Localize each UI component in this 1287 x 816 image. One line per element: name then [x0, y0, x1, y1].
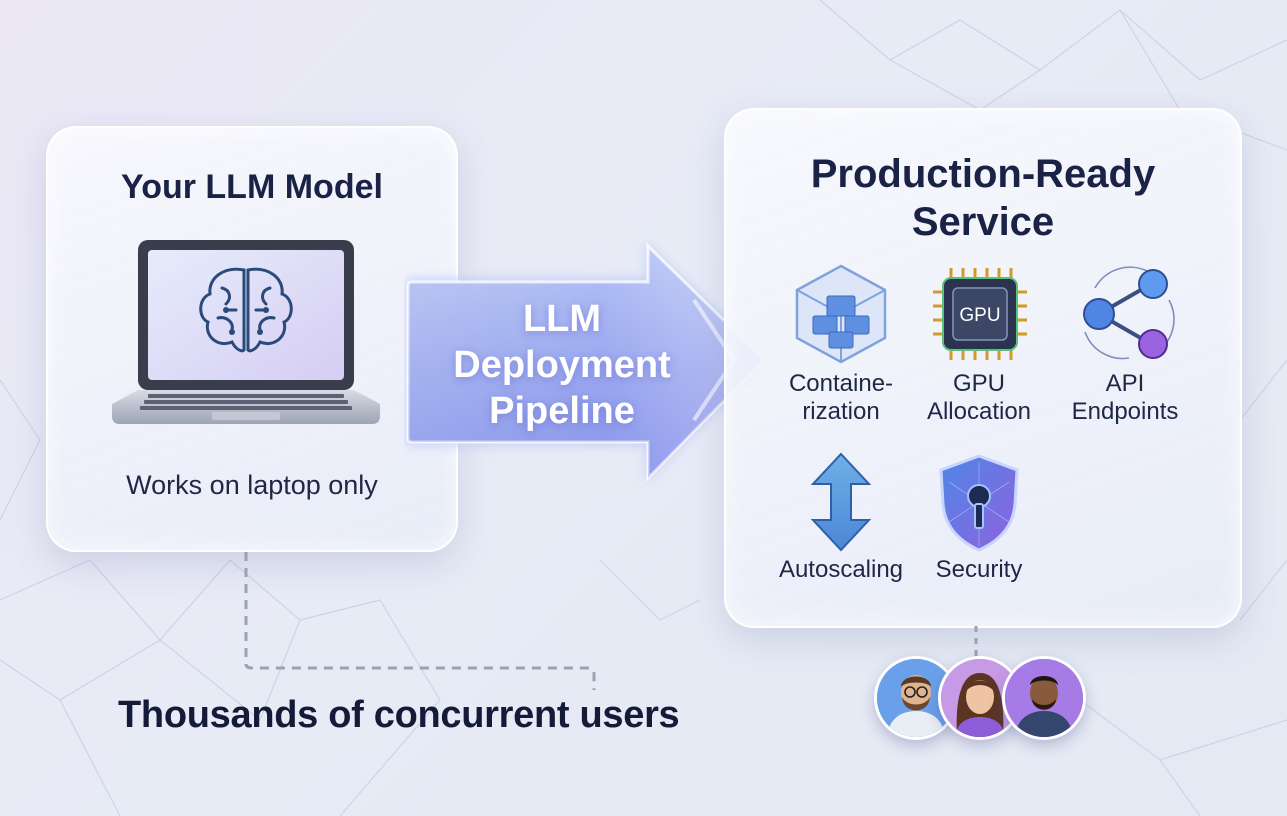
feature-security-label: Security [935, 556, 1023, 583]
service-title-line-2: Service [911, 200, 1055, 244]
feature-autoscaling: Autoscaling [766, 452, 916, 584]
feature-gpu-line-2: Allocation [926, 398, 1032, 425]
feature-api-line-2: Endpoints [1071, 398, 1179, 425]
pipeline-line-1: LLM [522, 298, 602, 340]
man-avatar [1002, 656, 1086, 740]
model-card-title: Your LLM Model [121, 168, 383, 206]
pipeline-line-2: Deployment [453, 344, 671, 386]
shield-key-icon [939, 454, 1019, 552]
gpu-chip-text: GPU [959, 305, 1000, 326]
user-avatars [874, 656, 1086, 740]
feature-security: Security [904, 452, 1054, 584]
service-title-line-1: Production-Ready [810, 152, 1156, 196]
pipeline-label: LLM Deployment Pipeline [426, 296, 698, 434]
service-card-title: Production-Ready Service [726, 150, 1240, 246]
feature-gpu-allocation: GPU GPU Allocation [904, 262, 1054, 426]
model-card-subtitle: Works on laptop only [126, 470, 378, 500]
feature-gpu-line-1: GPU [952, 370, 1005, 397]
feature-containerization-line-2: rization [802, 398, 880, 425]
feature-api-endpoints: API Endpoints [1050, 262, 1200, 426]
arrow-right-icon [406, 242, 768, 482]
concurrent-users-text: Thousands of concurrent users [118, 694, 680, 736]
feature-autoscaling-label: Autoscaling [778, 556, 904, 583]
gpu-chip-icon: GPU [933, 268, 1027, 360]
up-down-arrow-icon [810, 452, 872, 552]
feature-containerization: Containe- rization [766, 262, 916, 426]
pipeline-line-3: Pipeline [489, 390, 635, 432]
service-card: Production-Ready Service Containe- rizat… [724, 108, 1242, 628]
laptop-brain-icon [112, 240, 380, 424]
feature-api-line-1: API [1105, 370, 1145, 397]
feature-containerization-line-1: Containe- [788, 370, 894, 397]
container-cube-icon [795, 264, 887, 364]
model-card: Your LLM Model [46, 126, 458, 552]
share-nodes-icon [1083, 266, 1175, 360]
